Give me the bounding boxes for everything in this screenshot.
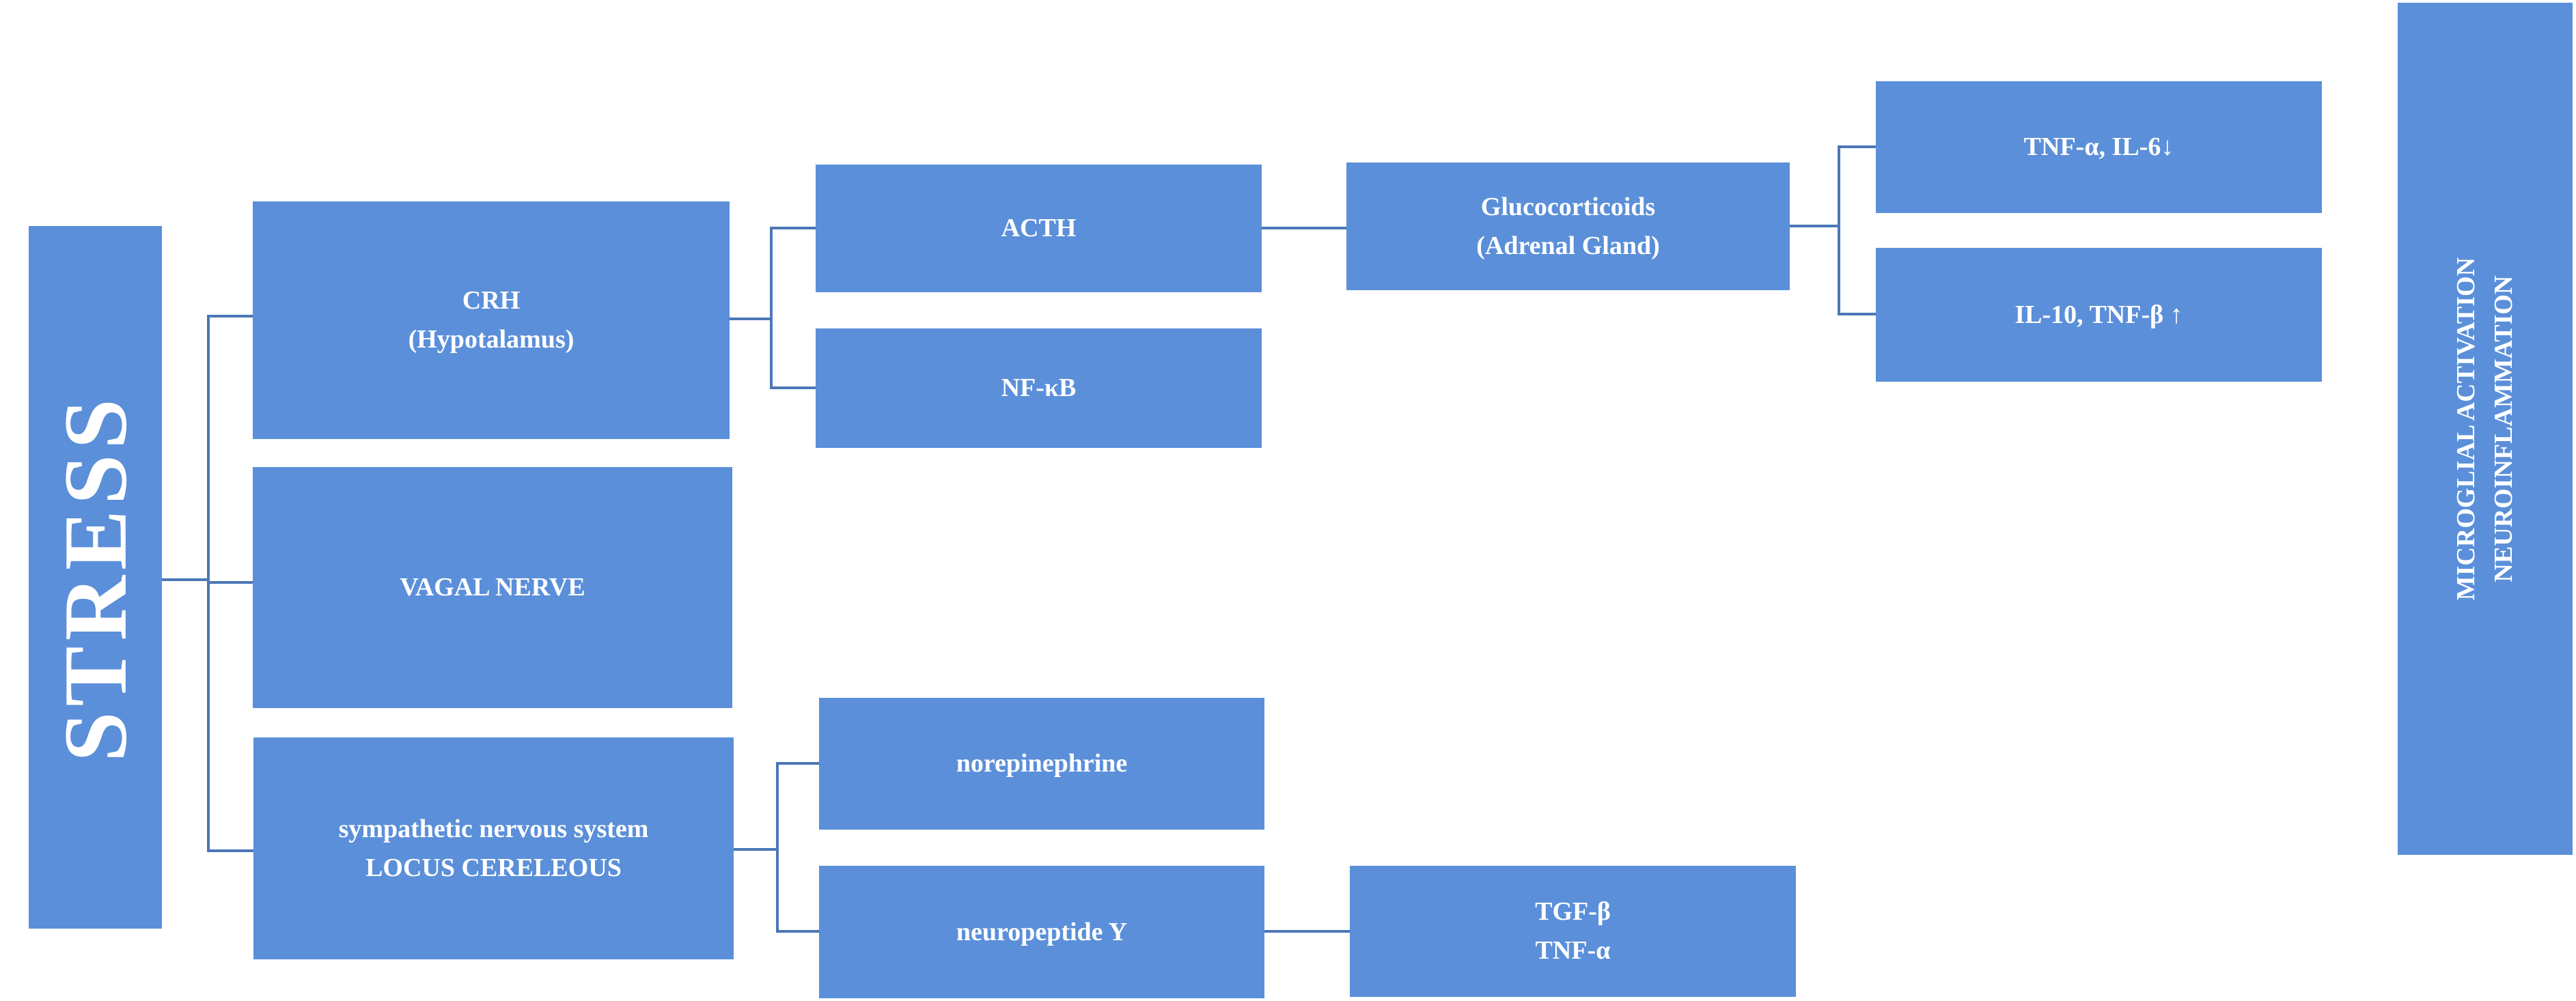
- connector-sns-branch-vertical: [776, 762, 779, 933]
- node-neuropeptide-y: neuropeptide Y: [819, 866, 1264, 998]
- node-npy-label: neuropeptide Y: [956, 917, 1128, 946]
- connector-trunk-to-sns: [207, 849, 253, 852]
- connector-crh-branch-vertical: [770, 227, 773, 389]
- node-nfkb: NF-κB: [816, 328, 1262, 448]
- node-microglial-activation-neuroinflammation: MICROGLIAL ACTIVATION NEUROINFLAMMATION: [2398, 3, 2573, 855]
- node-il10-tnf-beta-up: IL-10, TNF-β ↑: [1876, 248, 2322, 382]
- connector-crh-to-branch: [730, 318, 771, 320]
- connector-branch-to-acth: [770, 227, 816, 229]
- node-norepinephrine-label: norepinephrine: [956, 749, 1128, 778]
- node-vagal-nerve: VAGAL NERVE: [253, 467, 732, 708]
- connector-npy-to-tgf: [1264, 930, 1350, 933]
- node-glucocorticoids-label: Glucocorticoids (Adrenal Gland): [1476, 192, 1660, 260]
- node-nfkb-label: NF-κB: [1001, 373, 1077, 402]
- connector-trunk-to-vagal: [207, 581, 253, 584]
- node-tnf-il6-label: TNF-α, IL-6↓: [2023, 132, 2174, 161]
- connector-cytokine-branch-vertical: [1838, 145, 1840, 315]
- node-stress: STRESS: [29, 226, 162, 929]
- node-acth-label: ACTH: [1001, 214, 1077, 242]
- connector-acth-to-glucocorticoids: [1262, 227, 1346, 229]
- node-glucocorticoids-adrenal-gland: Glucocorticoids (Adrenal Gland): [1346, 163, 1790, 290]
- node-tgf-beta-tnf-alpha: TGF-β TNF-α: [1350, 866, 1796, 997]
- node-microglial-label: MICROGLIAL ACTIVATION NEUROINFLAMMATION: [2451, 257, 2519, 601]
- connector-branch-to-il10-tnfb: [1838, 313, 1876, 315]
- node-crh-label: CRH (Hypotalamus): [408, 286, 574, 354]
- node-stress-label: STRESS: [44, 393, 146, 762]
- node-crh-hypothalamus: CRH (Hypotalamus): [253, 201, 730, 439]
- connector-branch-to-npy: [776, 930, 819, 933]
- connector-branch-to-norepinephrine: [776, 762, 819, 765]
- node-sns-label: sympathetic nervous system LOCUS CERELEO…: [338, 814, 649, 882]
- connector-glucocorticoids-to-branch: [1790, 225, 1840, 227]
- connector-branch-to-nfkb: [770, 386, 816, 389]
- connector-branch-to-tnf-il6: [1838, 145, 1876, 148]
- node-norepinephrine: norepinephrine: [819, 698, 1264, 830]
- node-tgf-tnf-label: TGF-β TNF-α: [1535, 897, 1611, 965]
- node-sympathetic-locus-cereleous: sympathetic nervous system LOCUS CERELEO…: [253, 737, 734, 959]
- node-tnf-alpha-il6-down: TNF-α, IL-6↓: [1876, 81, 2322, 213]
- node-vagal-label: VAGAL NERVE: [400, 573, 585, 602]
- connector-sns-to-branch: [734, 848, 779, 851]
- connector-stress-to-trunk: [162, 578, 208, 581]
- node-il10-tnfb-label: IL-10, TNF-β ↑: [2014, 300, 2183, 329]
- node-acth: ACTH: [816, 165, 1262, 292]
- connector-trunk-to-crh: [207, 315, 253, 318]
